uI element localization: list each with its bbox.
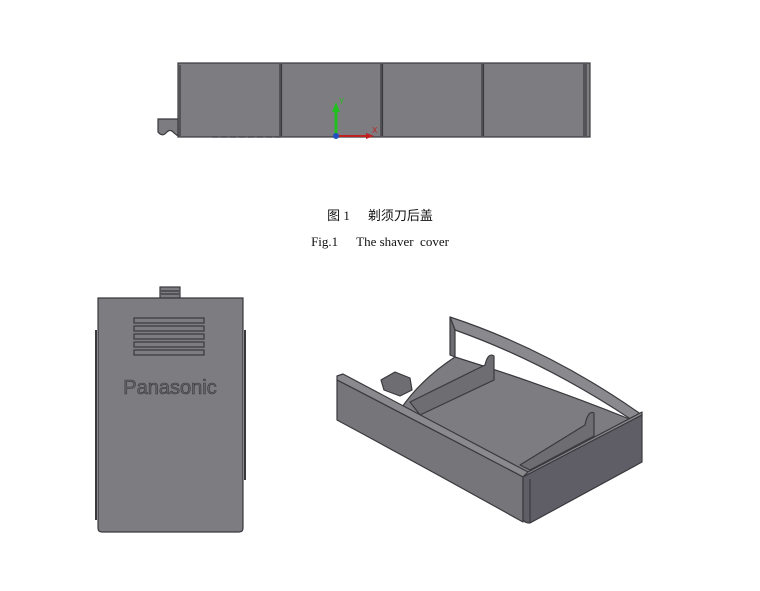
caption-english: Fig.1 The shaver cover: [0, 234, 760, 250]
axis-y-label: Y: [339, 97, 345, 106]
caption-cn-title: 剃须刀后盖: [367, 208, 433, 223]
axis-x-label: X: [372, 126, 378, 135]
caption-en-number: Fig.1: [311, 234, 339, 249]
isometric-view: [336, 316, 643, 524]
caption-en-title: The shaver cover: [356, 234, 449, 249]
caption-chinese: 图 1 剃须刀后盖: [0, 205, 760, 224]
top-view: [157, 62, 591, 138]
caption-cn-number: 图 1: [327, 208, 350, 223]
ucs-axis-icon: Y X: [332, 97, 378, 139]
panasonic-logo: Panasonic: [123, 377, 216, 399]
front-view: [95, 286, 246, 533]
